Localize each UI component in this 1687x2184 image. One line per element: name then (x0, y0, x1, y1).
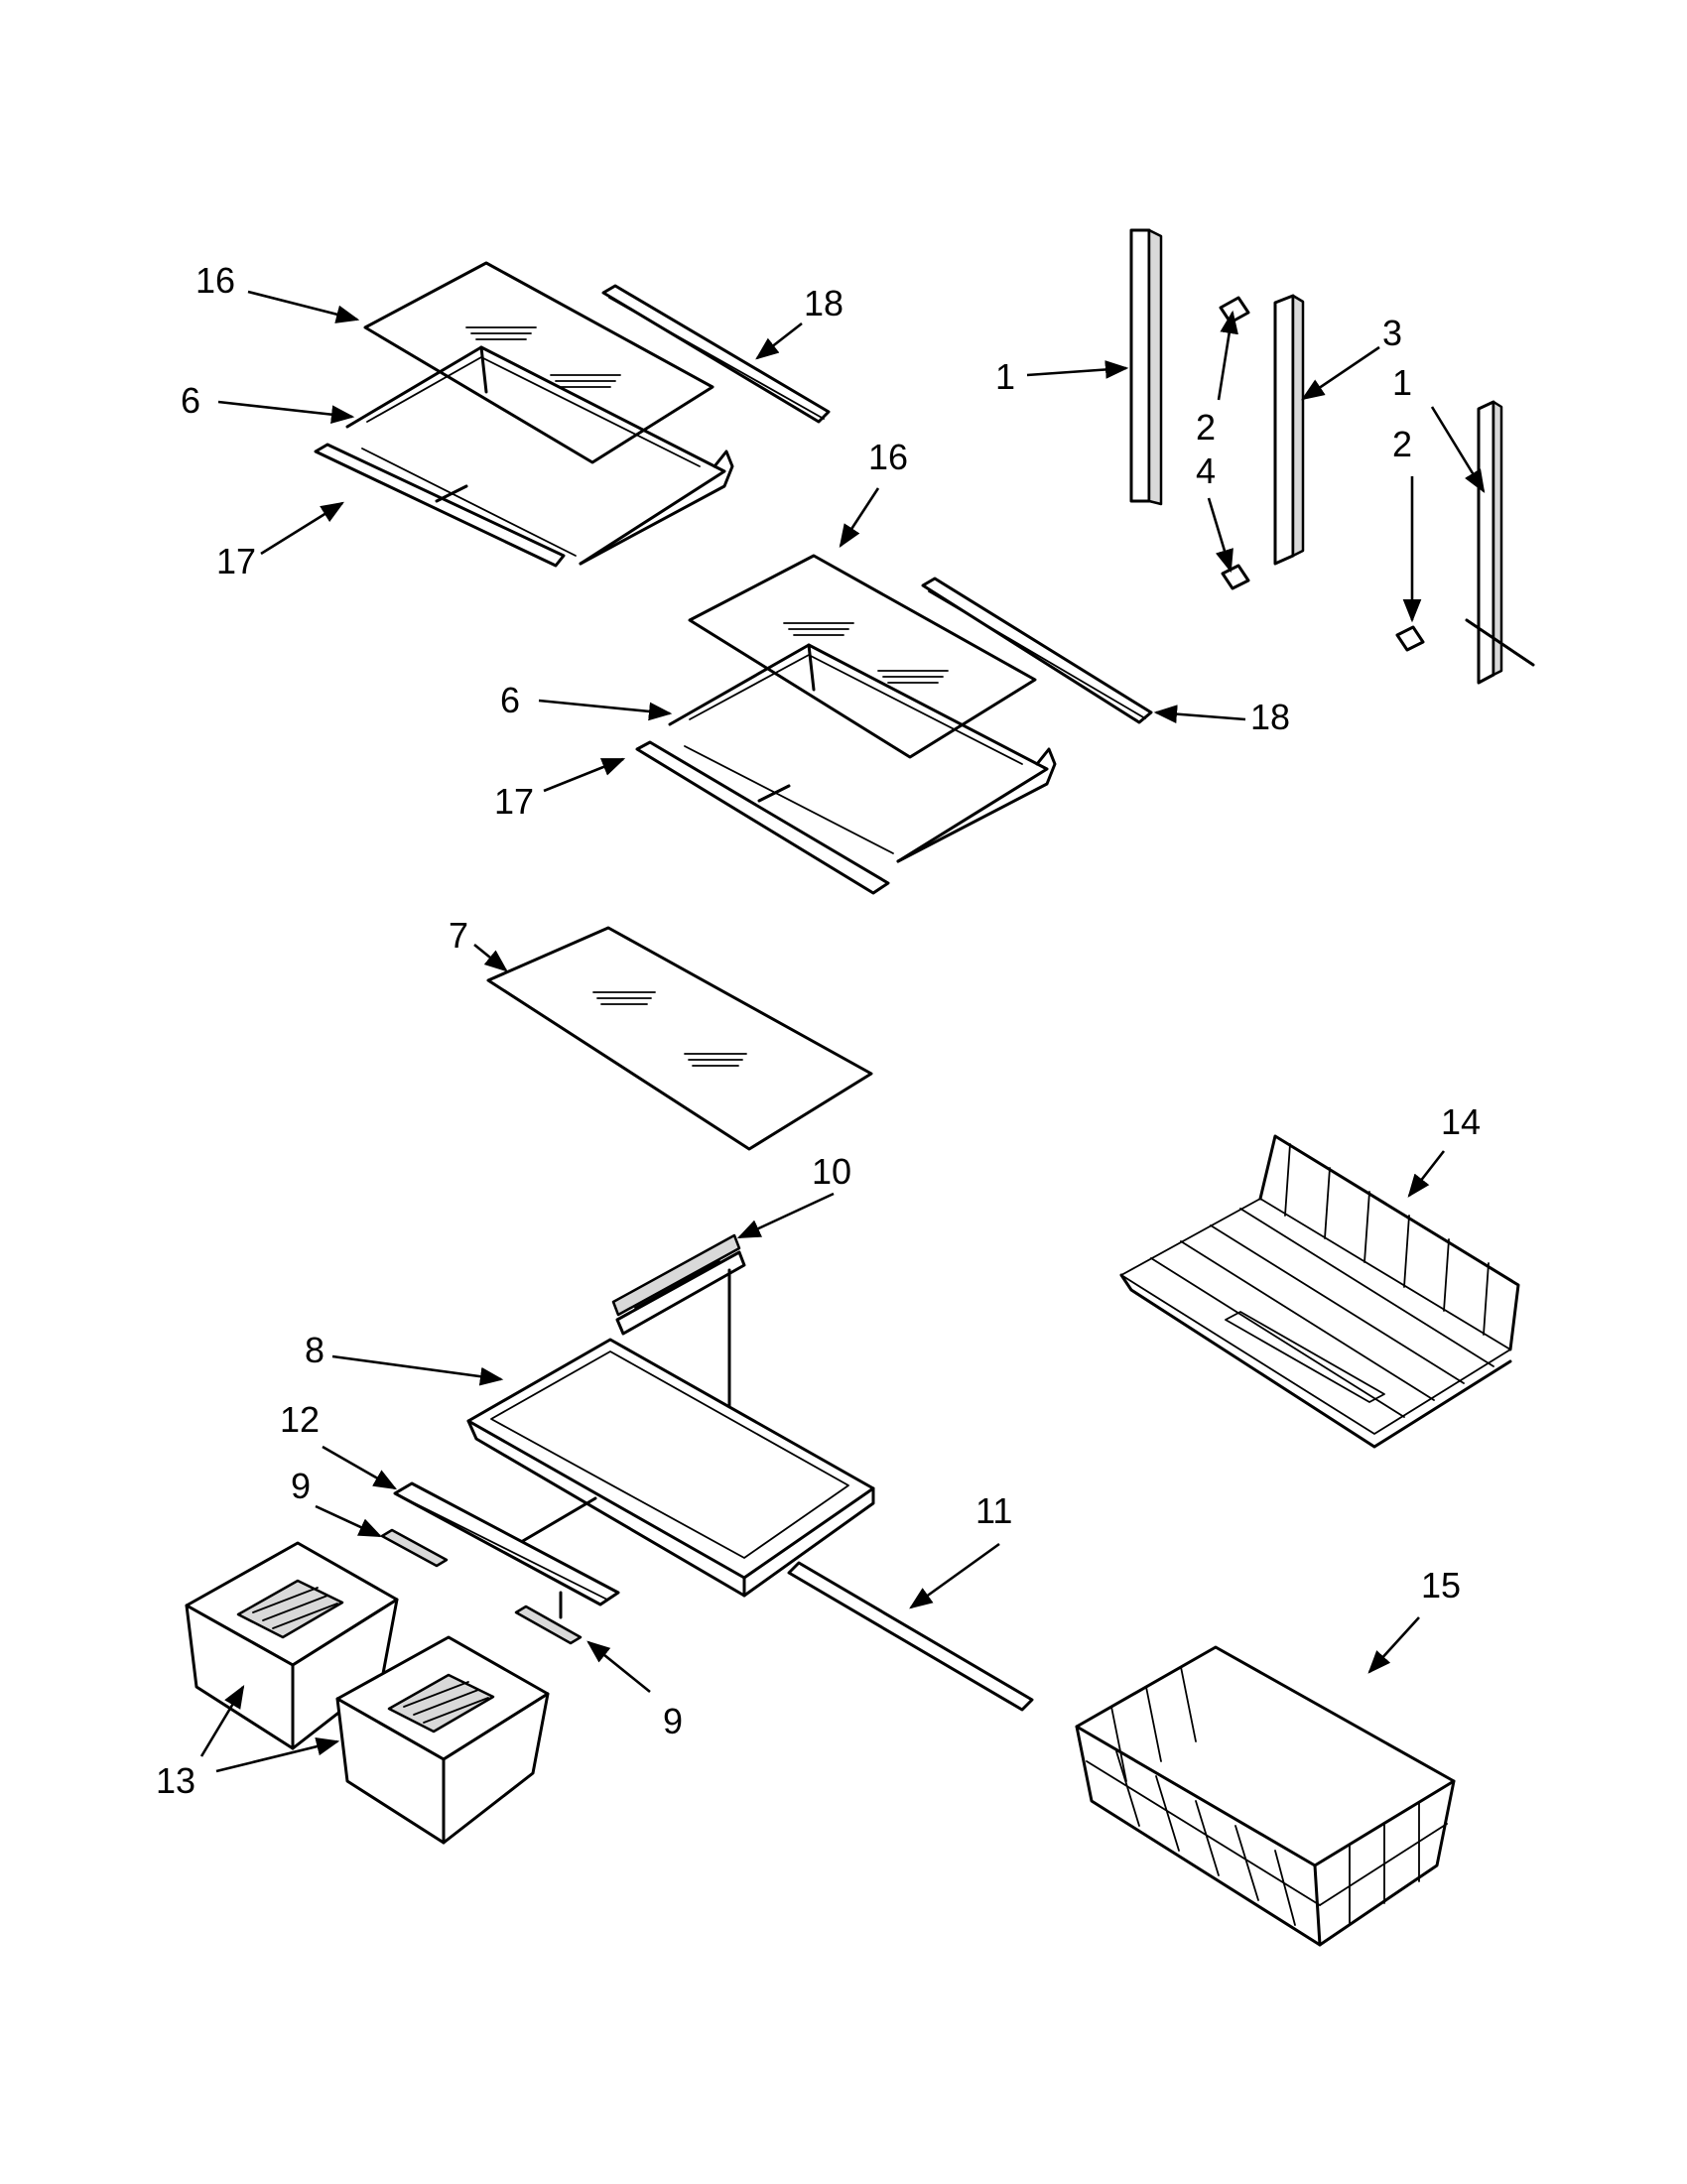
screw-middle (1221, 564, 1250, 590)
crisper-cover-glass (486, 926, 873, 1151)
upper-glass-shelf (363, 261, 714, 464)
screw-upper (1219, 296, 1250, 324)
crisper-frame (466, 1338, 875, 1598)
callout-1-left: 1 (995, 356, 1015, 397)
callout-1-right: 1 (1392, 362, 1412, 403)
crisper-bracket-left (380, 1528, 449, 1568)
upper-shelf-rear-trim (601, 284, 831, 424)
screw-right (1395, 625, 1425, 652)
upper-shelf-front-trim (314, 443, 566, 568)
callout-18-middle: 18 (1250, 697, 1290, 737)
callout-17-middle: 17 (494, 781, 534, 822)
callout-17-upper: 17 (216, 541, 256, 581)
shelf-ladder-rail-left (1129, 228, 1163, 506)
callout-16-upper: 16 (195, 260, 235, 301)
callout-9-left: 9 (291, 1466, 311, 1506)
callout-18-upper: 18 (804, 283, 844, 323)
callout-4: 4 (1196, 450, 1216, 491)
wire-basket (1075, 1645, 1456, 1947)
slide-rail-assembly (611, 1233, 746, 1426)
middle-glass-shelf (688, 554, 1037, 759)
callout-labels: 16 18 6 17 1 2 4 3 1 2 16 6 18 17 7 14 1… (156, 260, 1481, 1801)
callout-14: 14 (1441, 1101, 1481, 1142)
callout-6-upper: 6 (181, 380, 200, 421)
middle-shelf-rear-trim (921, 577, 1153, 724)
shelf-ladder-rail-right (1465, 400, 1535, 685)
callout-8: 8 (305, 1330, 324, 1370)
crisper-front-rail (393, 1481, 620, 1606)
crisper-bracket-right (514, 1591, 583, 1645)
callout-10: 10 (812, 1151, 851, 1192)
callout-15: 15 (1421, 1565, 1461, 1606)
middle-shelf-frame (668, 643, 1057, 863)
leader-lines (199, 290, 1486, 1773)
crisper-rod (787, 1561, 1034, 1712)
callout-3: 3 (1382, 313, 1402, 353)
callout-7: 7 (449, 915, 468, 956)
upper-shelf-frame (345, 345, 734, 566)
callout-9-right: 9 (663, 1701, 683, 1741)
crisper-drawer-right (335, 1635, 550, 1845)
callout-6-middle: 6 (500, 680, 520, 720)
callout-16-middle: 16 (868, 437, 908, 477)
callout-11: 11 (975, 1490, 1012, 1531)
callout-13: 13 (156, 1760, 195, 1801)
callout-2-right: 2 (1392, 424, 1412, 464)
shelf-ladder-rail-center (1273, 294, 1305, 566)
callout-12: 12 (280, 1399, 320, 1440)
callout-2-left: 2 (1196, 407, 1216, 448)
wire-shelf (1119, 1134, 1520, 1449)
middle-shelf-front-trim (635, 740, 890, 895)
crisper-drawer-left (185, 1541, 399, 1750)
